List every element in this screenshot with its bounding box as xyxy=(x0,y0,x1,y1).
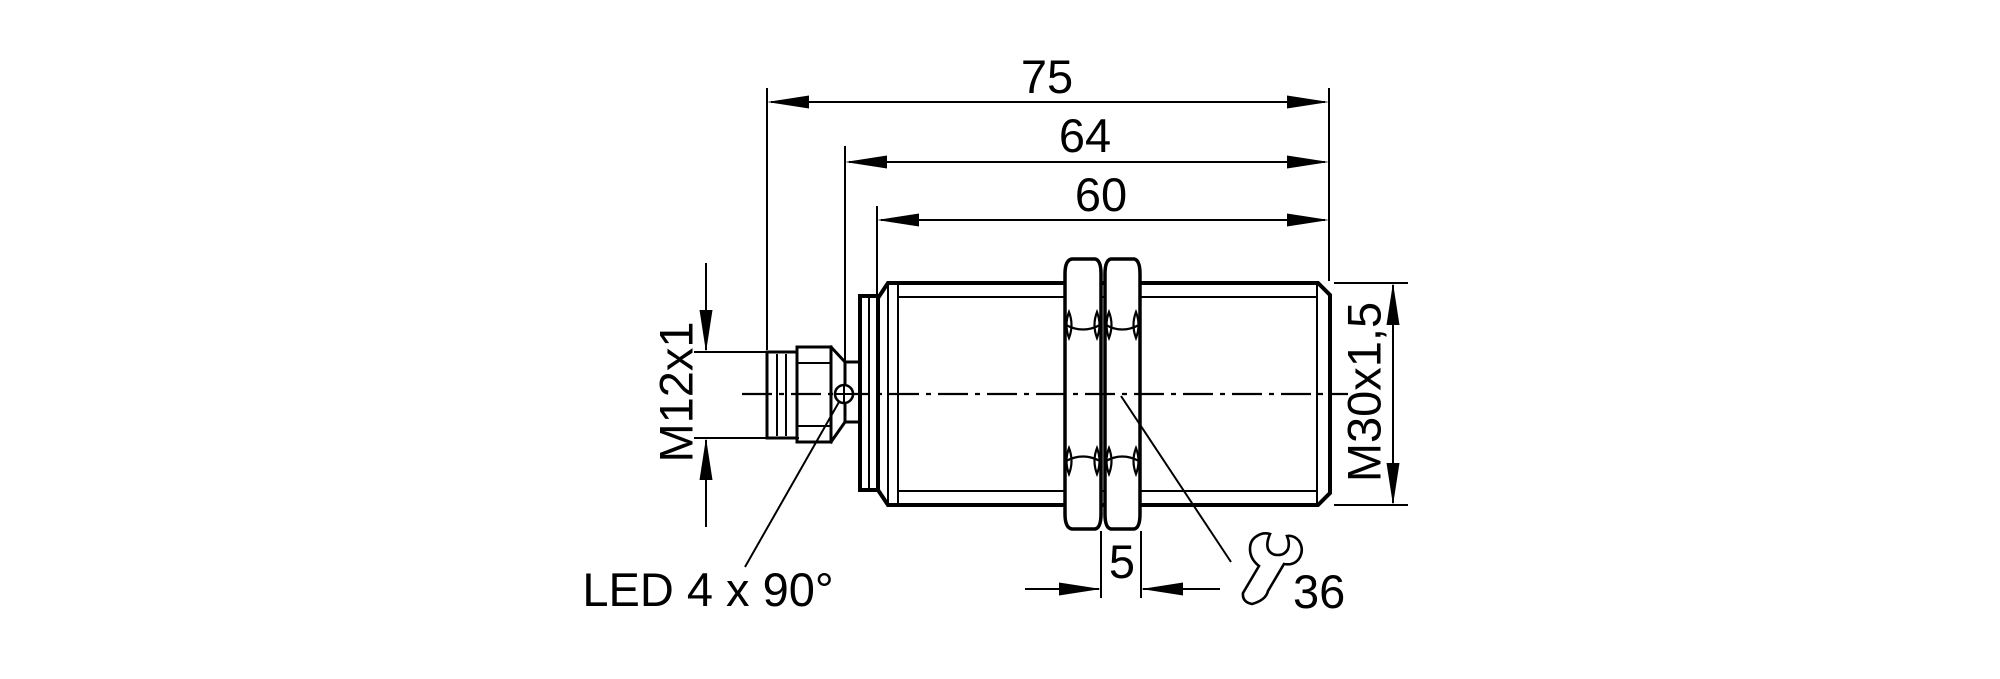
dimension-75: 75 xyxy=(766,50,1330,350)
led-note-label: LED 4 x 90° xyxy=(582,563,833,616)
dimension-m12: M12x1 xyxy=(650,263,799,527)
m30-thread-label: M30x1,5 xyxy=(1338,302,1391,482)
m30-arrow-down xyxy=(1386,463,1400,505)
dim-5-label: 5 xyxy=(1109,535,1135,588)
wrench-icon xyxy=(1241,532,1304,606)
dim-5-arrow-right xyxy=(1059,582,1101,596)
dim-75-arrow-right xyxy=(1287,95,1329,109)
threaded-barrel xyxy=(876,281,1332,507)
hex-nut-chamfer-arcs xyxy=(1064,323,1141,463)
dim-64-arrow-left xyxy=(845,155,887,169)
dimension-m30: M30x1,5 xyxy=(1334,282,1408,506)
hex-nut-left xyxy=(1063,257,1103,531)
connector-thread-lines xyxy=(776,354,787,436)
dimension-64: 64 xyxy=(844,109,1329,362)
dimension-60: 60 xyxy=(876,168,1329,297)
m12-arrow-up xyxy=(699,438,713,480)
wrench-leader-line xyxy=(1120,395,1232,563)
m30-arrow-up xyxy=(1386,283,1400,325)
dim-60-label: 60 xyxy=(1075,168,1127,221)
dimension-5: 5 xyxy=(1025,531,1220,598)
dim-64-arrow-right xyxy=(1287,155,1329,169)
dim-75-arrow-left xyxy=(767,95,809,109)
led-indicator-group xyxy=(744,383,855,568)
hex-nuts-group xyxy=(1063,257,1142,531)
dim-60-arrow-left xyxy=(877,213,919,227)
dim-75-label: 75 xyxy=(1021,50,1073,103)
m12-thread-label: M12x1 xyxy=(650,321,703,462)
led-indicator-cross xyxy=(836,386,852,402)
dim-5-arrow-left xyxy=(1141,582,1183,596)
wrench-size-label: 36 xyxy=(1293,565,1345,618)
dim-60-arrow-right xyxy=(1287,213,1329,227)
m12-arrow-down xyxy=(699,310,713,352)
wrench-callout-group: 36 xyxy=(1120,395,1345,618)
hex-nut-edge-lenses xyxy=(1065,308,1140,478)
led-leader-line xyxy=(744,401,840,568)
dim-64-label: 64 xyxy=(1059,109,1111,162)
